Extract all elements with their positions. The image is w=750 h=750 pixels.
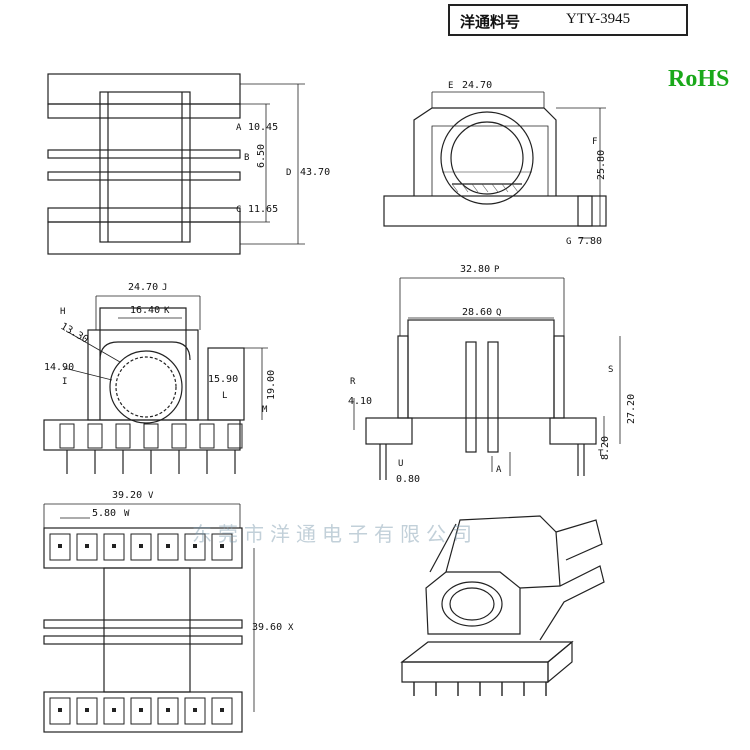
pin-socket (227, 423, 243, 449)
part-number-box: 洋通料号 YTY-3945 (448, 4, 688, 36)
pad (211, 697, 233, 725)
pad-hole (139, 544, 143, 548)
pad (157, 697, 179, 725)
marker-e: E (448, 81, 453, 91)
marker-u: U (398, 459, 403, 469)
dim-a: 10.45 (248, 122, 278, 133)
pad-hole (220, 544, 224, 548)
pin-socket (143, 423, 159, 449)
pad-hole (112, 544, 116, 548)
pad-hole (58, 544, 62, 548)
pad-hole (193, 544, 197, 548)
part-number-label: 洋通料号 (460, 13, 521, 31)
marker-b: B (244, 153, 249, 163)
dim-w: 5.80 (92, 508, 116, 519)
marker-l: L (222, 391, 227, 401)
pad (49, 697, 71, 725)
front-view (43, 295, 268, 451)
pin-socket (59, 423, 75, 449)
pad-hole (112, 708, 116, 712)
pad (76, 697, 98, 725)
marker-j: J (162, 283, 167, 293)
dim-x: 39.60 (252, 622, 282, 633)
pin-socket (115, 423, 131, 449)
marker-c: C (236, 205, 241, 215)
dim-v: 39.20 (112, 490, 142, 501)
dim-l: 15.90 (208, 374, 238, 385)
dim-t: 8.20 (600, 436, 611, 460)
end-view (383, 91, 607, 239)
dim-top-width: 24.70 (462, 80, 492, 91)
pin-socket (199, 423, 215, 449)
marker-t: T (598, 449, 604, 459)
hatch-pattern (451, 183, 519, 193)
dim-f: 25.80 (596, 150, 607, 180)
dim-g: 7.80 (578, 236, 602, 247)
pad (130, 697, 152, 725)
dim-r: 4.10 (348, 396, 372, 407)
pad (184, 697, 206, 725)
pad-hole (193, 708, 197, 712)
part-number-value: YTY-3945 (566, 11, 631, 27)
marker-r: R (350, 377, 356, 387)
pad (49, 533, 71, 561)
dim-p: 32.80 (460, 264, 490, 275)
marker-h: H (60, 307, 65, 317)
marker-g: G (566, 237, 571, 247)
pad (130, 533, 152, 561)
pad (184, 533, 206, 561)
bottom-view (43, 503, 255, 733)
marker-w: W (124, 509, 130, 519)
marker-a: A (236, 123, 242, 133)
pad (103, 533, 125, 561)
pad (76, 533, 98, 561)
side-view (353, 277, 621, 480)
pad-hole (166, 708, 170, 712)
marker-d: D (286, 168, 291, 178)
dim-c: 11.65 (248, 204, 278, 215)
marker-s: S (608, 365, 613, 375)
pad-hole (85, 544, 89, 548)
dim-u: 0.80 (396, 474, 420, 485)
pad-hole (166, 544, 170, 548)
dim-b: 6.50 (256, 144, 267, 168)
marker-v: V (148, 491, 154, 501)
dim-s: 27.20 (626, 394, 637, 424)
pad-hole (139, 708, 143, 712)
marker-k: K (164, 306, 170, 316)
pin-socket (171, 423, 187, 449)
pins-layer (59, 423, 547, 696)
pad (103, 697, 125, 725)
pad (157, 533, 179, 561)
top-view (47, 73, 305, 255)
pad (211, 533, 233, 561)
company-watermark: 东莞市洋通电子有限公司 (192, 522, 478, 546)
pad-hole (58, 708, 62, 712)
dim-i: 14.90 (44, 362, 74, 373)
isometric-view (400, 515, 605, 684)
pad-hole (220, 708, 224, 712)
pad-hole (85, 708, 89, 712)
dim-q: 28.60 (462, 307, 492, 318)
marker-f: F (592, 137, 597, 147)
marker-x: X (288, 623, 294, 633)
dim-m: 19.00 (266, 370, 277, 400)
dim-j: 24.70 (128, 282, 158, 293)
section-label-a: A (496, 465, 502, 475)
pads-layer (49, 533, 233, 725)
dim-h: 13.30 (59, 321, 91, 346)
marker-q: Q (496, 308, 501, 318)
marker-p: P (494, 265, 500, 275)
marker-m: M (262, 405, 268, 415)
rohs-mark: RoHS (668, 66, 730, 92)
pin-socket (87, 423, 103, 449)
dim-k: 16.40 (130, 305, 160, 316)
marker-i: I (62, 377, 67, 387)
dim-d: 43.70 (300, 167, 330, 178)
